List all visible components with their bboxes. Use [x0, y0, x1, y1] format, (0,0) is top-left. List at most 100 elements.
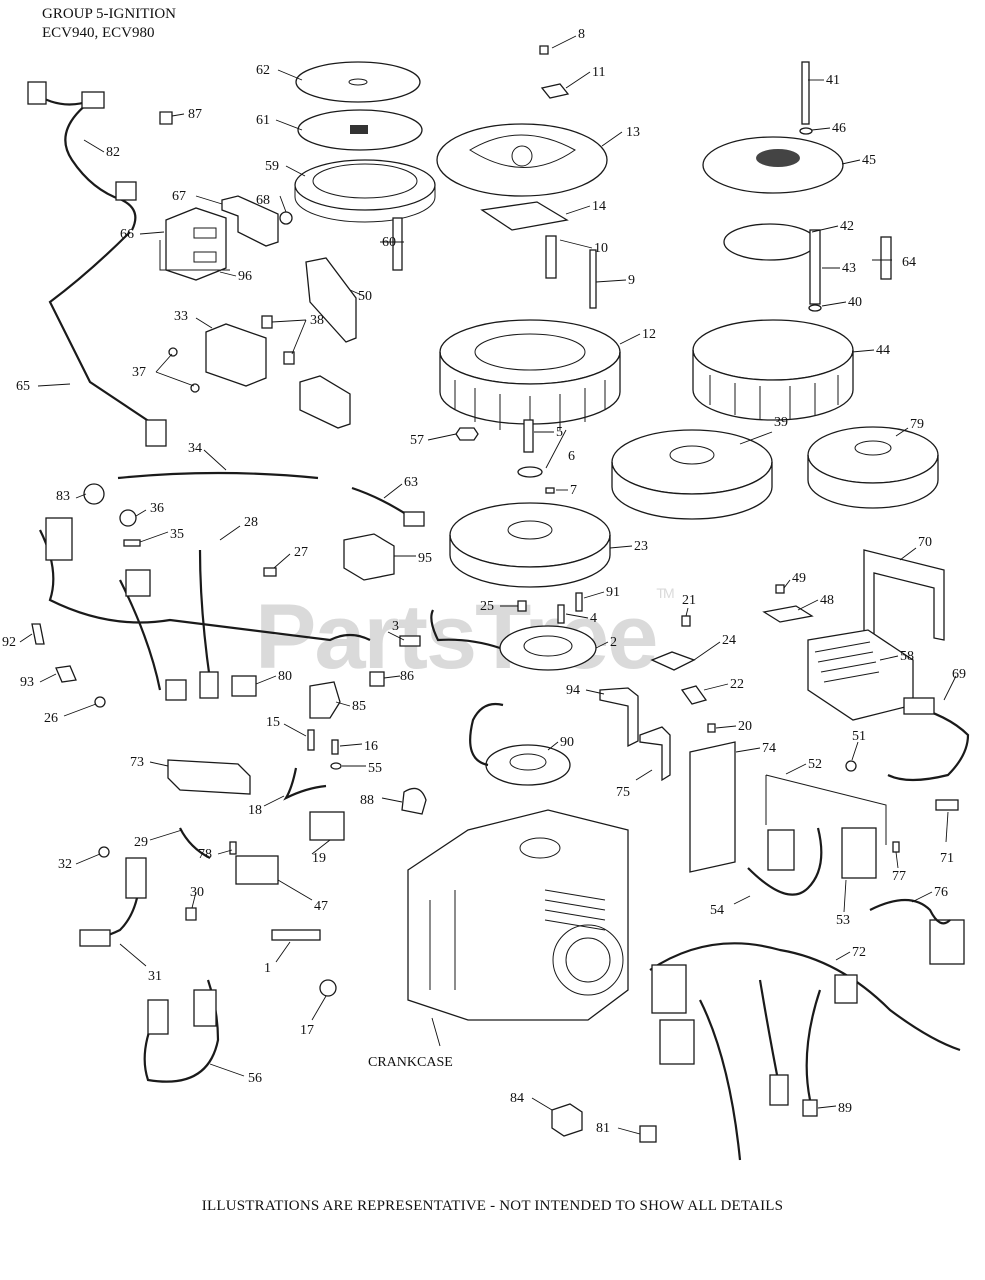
callout-50: 50 [358, 289, 372, 304]
part-94-bracket [599, 687, 639, 748]
callout-81: 81 [596, 1121, 610, 1136]
part-41-bolt [801, 61, 810, 125]
part-70-bracket [863, 549, 945, 644]
callout-31: 31 [148, 969, 162, 984]
part-14-gasket [480, 201, 569, 231]
part-55-washer [330, 762, 342, 770]
callout-61: 61 [256, 113, 270, 128]
part-1-spark-plug [271, 929, 321, 941]
callout-19: 19 [312, 851, 326, 866]
callout-17: 17 [300, 1023, 314, 1038]
part-92-terminal [31, 623, 45, 645]
callout-85: 85 [352, 699, 366, 714]
part-18-lead [283, 767, 327, 801]
callout-34: 34 [188, 441, 202, 456]
part-31-cap [79, 929, 111, 947]
part-28-harness [39, 517, 371, 701]
callout-95: 95 [418, 551, 432, 566]
callout-38: 38 [310, 313, 324, 328]
part-10-spacer [545, 235, 557, 279]
part-38-stud [261, 315, 273, 329]
part-32-clip [98, 846, 110, 858]
part-71-terminal [935, 799, 959, 811]
callout-86: 86 [400, 669, 414, 684]
callout-30: 30 [190, 885, 204, 900]
callout-65: 65 [16, 379, 30, 394]
callout-44: 44 [876, 343, 890, 358]
callout-66: 66 [120, 227, 134, 242]
callout-6: 6 [568, 449, 575, 464]
part-63-harness [351, 486, 413, 519]
part-89-clip [802, 1099, 818, 1117]
part-16-screw [331, 739, 339, 755]
part-75-bracket [639, 726, 671, 782]
part-42-gasket [723, 223, 817, 261]
group-title: GROUP 5-IGNITION [42, 6, 177, 22]
part-37-nut [168, 347, 178, 357]
part-22-sensor [680, 685, 708, 705]
callout-60: 60 [382, 235, 396, 250]
part-82-harness [27, 81, 137, 231]
part-19-block [309, 811, 345, 841]
callout-25: 25 [480, 599, 494, 614]
part-crankcase [407, 809, 629, 1021]
part-33-module [205, 323, 267, 387]
part-51-clip [845, 760, 857, 772]
part-17-grommet [319, 979, 337, 997]
part-39-flywheel [611, 429, 773, 520]
callout-96: 96 [238, 269, 252, 284]
part-63-connector [403, 511, 425, 527]
part-36-clip [119, 509, 137, 527]
part-76-module [929, 919, 965, 965]
callout-45: 45 [862, 153, 876, 168]
part-64-bushing [880, 236, 892, 280]
callout-94: 94 [566, 683, 580, 698]
callout-28: 28 [244, 515, 258, 530]
callout-63: 63 [404, 475, 418, 490]
part-68-grommet [279, 211, 293, 225]
callout-52: 52 [808, 757, 822, 772]
callout-82: 82 [106, 145, 120, 160]
part-80-connector [231, 675, 257, 697]
part-62-disc [295, 61, 421, 103]
callout-77: 77 [892, 869, 906, 884]
callout-9: 9 [628, 273, 635, 288]
part-8-screw [539, 45, 549, 55]
callout-48: 48 [820, 593, 834, 608]
part-84-relay [551, 1103, 583, 1137]
callout-29: 29 [134, 835, 148, 850]
callout-11: 11 [592, 65, 605, 80]
callout-89: 89 [838, 1101, 852, 1116]
part-78-screw [229, 841, 237, 855]
callout-12: 12 [642, 327, 656, 342]
callout-18: 18 [248, 803, 262, 818]
part-90-stator [469, 702, 571, 786]
part-46-washer [799, 127, 813, 135]
model-numbers: ECV940, ECV980 [42, 25, 155, 41]
part-65-connector [145, 419, 167, 447]
callout-88: 88 [360, 793, 374, 808]
part-74-plate [689, 741, 736, 873]
part-25-screw [517, 600, 527, 612]
part-79-flywheel [807, 426, 939, 509]
part-85-sensor [309, 681, 341, 719]
part-86-spacer [369, 671, 385, 687]
callout-4: 4 [590, 611, 597, 626]
callout-43: 43 [842, 261, 856, 276]
callout-26: 26 [44, 711, 58, 726]
callout-79: 79 [910, 417, 924, 432]
part-91-bolt [575, 592, 583, 612]
part-95-bracket [343, 533, 395, 581]
part-5-bolt [523, 419, 534, 453]
part-52-connector [767, 829, 795, 871]
part-26-clip [94, 696, 106, 708]
part-87-fuse [159, 111, 173, 125]
callout-13: 13 [626, 125, 640, 140]
part-49-screw [775, 584, 785, 594]
callout-69: 69 [952, 667, 966, 682]
part-76-harness [869, 899, 951, 925]
callout-37: 37 [132, 365, 146, 380]
part-77-screw [892, 841, 900, 853]
callout-10: 10 [594, 241, 608, 256]
callout-21: 21 [682, 593, 696, 608]
